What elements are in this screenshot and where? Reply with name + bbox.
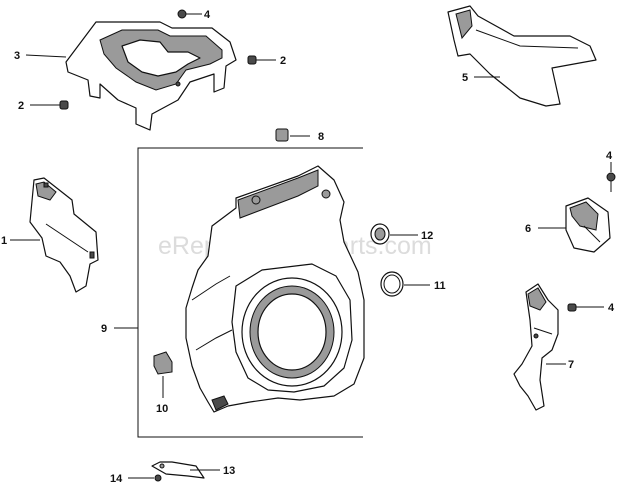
callout-14: 14 bbox=[110, 473, 123, 485]
part-1-side-baffle bbox=[29, 177, 99, 293]
callout-10: 10 bbox=[156, 403, 168, 415]
callout-2-left: 2 bbox=[18, 100, 24, 112]
part-5-plate bbox=[447, 5, 597, 107]
group-bracket bbox=[137, 147, 363, 438]
callout-12: 12 bbox=[421, 230, 433, 242]
callout-5: 5 bbox=[462, 72, 468, 84]
part-7-side-baffle bbox=[513, 283, 566, 411]
callout-3: 3 bbox=[14, 50, 20, 62]
callout-6: 6 bbox=[525, 223, 531, 235]
callout-4-right-upper: 4 bbox=[606, 150, 613, 162]
part-6-cover bbox=[538, 197, 611, 253]
part-9-blower-housing bbox=[185, 165, 365, 413]
part-4-screw-right-lower bbox=[567, 303, 604, 312]
callout-4-right-lower: 4 bbox=[608, 302, 615, 314]
callout-13: 13 bbox=[223, 465, 235, 477]
callout-9: 9 bbox=[101, 323, 107, 335]
callout-8: 8 bbox=[318, 131, 324, 143]
part-2-screw-left bbox=[30, 100, 69, 110]
part-10-block bbox=[153, 351, 173, 398]
part-4-screw-top bbox=[177, 9, 202, 19]
part-13-gasket bbox=[151, 461, 220, 479]
callout-1: 1 bbox=[1, 235, 7, 247]
part-12-grommet bbox=[370, 223, 418, 245]
part-11-ring bbox=[380, 271, 430, 297]
part-3-top-shroud bbox=[65, 21, 237, 131]
part-14-screw bbox=[128, 474, 162, 482]
part-8-clip bbox=[275, 128, 310, 142]
callout-4-top: 4 bbox=[204, 9, 211, 21]
part-2-screw-right bbox=[247, 55, 276, 65]
callout-7: 7 bbox=[568, 359, 574, 371]
callout-11: 11 bbox=[434, 280, 446, 292]
callout-2-right: 2 bbox=[280, 55, 286, 67]
part-4-screw-right-upper bbox=[606, 162, 616, 192]
